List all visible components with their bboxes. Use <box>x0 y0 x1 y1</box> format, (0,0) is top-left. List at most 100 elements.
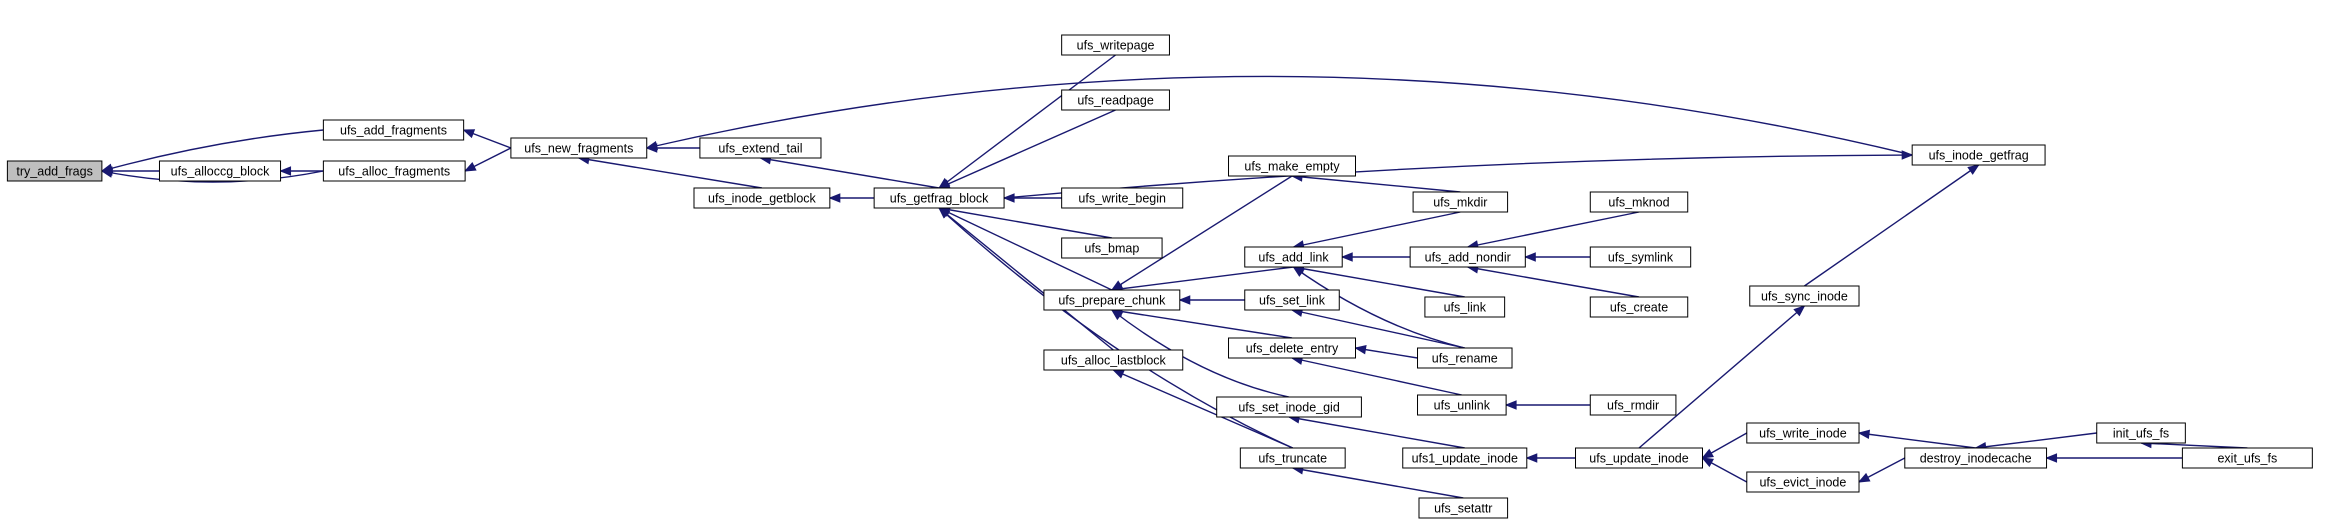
node-box-ufs_inode_getblock[interactable] <box>693 187 831 209</box>
node-ufs_alloccg_block[interactable]: ufs_alloccg_block <box>158 160 282 182</box>
node-box-ufs_getfrag_block[interactable] <box>873 187 1005 209</box>
edge-ufs_create-to-ufs_add_nondir <box>1467 266 1640 298</box>
node-ufs_link[interactable]: ufs_link <box>1424 296 1506 318</box>
node-ufs_delete_entry[interactable]: ufs_delete_entry <box>1228 337 1357 359</box>
edge-ufs_rename-to-ufs_add_link <box>1293 266 1465 349</box>
node-box-init_ufs_fs[interactable] <box>2096 422 2186 444</box>
node-box-ufs_set_link[interactable] <box>1244 289 1340 311</box>
node-ufs_add_fragments[interactable]: ufs_add_fragments <box>322 119 465 141</box>
node-ufs_sync_inode[interactable]: ufs_sync_inode <box>1749 285 1860 307</box>
node-ufs_create[interactable]: ufs_create <box>1589 296 1689 318</box>
node-ufs_alloc_lastblock[interactable]: ufs_alloc_lastblock <box>1043 349 1184 371</box>
edge-ufs_getfrag_block-to-ufs_inode_getfrag <box>1004 154 1913 199</box>
node-ufs_alloc_fragments[interactable]: ufs_alloc_fragments <box>322 160 466 182</box>
node-label-ufs_bmap: ufs_bmap <box>1084 242 1139 256</box>
node-box-ufs1_update_inode[interactable] <box>1402 447 1528 469</box>
node-ufs_readpage[interactable]: ufs_readpage <box>1061 89 1170 111</box>
node-label-ufs_set_link: ufs_set_link <box>1259 294 1326 308</box>
node-box-ufs_add_fragments[interactable] <box>322 119 465 141</box>
node-ufs_mknod[interactable]: ufs_mknod <box>1589 191 1689 213</box>
node-ufs_truncate[interactable]: ufs_truncate <box>1239 447 1346 469</box>
arrowhead-ufs_symlink-to-ufs_add_nondir <box>1523 252 1536 262</box>
node-box-ufs_write_begin[interactable] <box>1061 187 1184 209</box>
node-box-ufs_evict_inode[interactable] <box>1746 471 1860 493</box>
node-label-ufs_update_inode: ufs_update_inode <box>1589 452 1688 466</box>
edge-ufs_mkdir-to-ufs_make_empty <box>1291 175 1461 193</box>
node-box-ufs_sync_inode[interactable] <box>1749 285 1860 307</box>
node-label-ufs_write_begin: ufs_write_begin <box>1078 192 1166 206</box>
node-box-ufs_symlink[interactable] <box>1589 246 1692 268</box>
node-box-ufs_setattr[interactable] <box>1418 497 1509 519</box>
node-ufs1_update_inode[interactable]: ufs1_update_inode <box>1402 447 1528 469</box>
node-box-exit_ufs_fs[interactable] <box>2181 447 2313 469</box>
node-ufs_getfrag_block[interactable]: ufs_getfrag_block <box>873 187 1005 209</box>
node-ufs_unlink[interactable]: ufs_unlink <box>1417 394 1507 416</box>
node-label-exit_ufs_fs: exit_ufs_fs <box>2217 452 2277 466</box>
node-box-ufs_create[interactable] <box>1589 296 1689 318</box>
node-box-ufs_delete_entry[interactable] <box>1228 337 1357 359</box>
node-ufs_mkdir[interactable]: ufs_mkdir <box>1412 191 1509 213</box>
arrowhead-ufs_rmdir-to-ufs_unlink <box>1504 400 1517 410</box>
node-ufs_rename[interactable]: ufs_rename <box>1417 347 1513 369</box>
node-destroy_inodecache[interactable]: destroy_inodecache <box>1904 447 2048 469</box>
node-ufs_add_nondir[interactable]: ufs_add_nondir <box>1409 246 1526 268</box>
node-box-ufs_link[interactable] <box>1424 296 1506 318</box>
node-box-ufs_update_inode[interactable] <box>1575 447 1703 469</box>
node-box-ufs_mkdir[interactable] <box>1412 191 1509 213</box>
node-box-ufs_make_empty[interactable] <box>1228 155 1357 177</box>
node-box-ufs_add_nondir[interactable] <box>1409 246 1526 268</box>
node-ufs_rmdir[interactable]: ufs_rmdir <box>1589 394 1677 416</box>
node-box-ufs_new_fragments[interactable] <box>510 137 648 159</box>
arrowhead-ufs_alloc_fragments-to-ufs_alloccg_block <box>279 166 292 176</box>
node-box-ufs_rename[interactable] <box>1417 347 1513 369</box>
node-label-ufs_create: ufs_create <box>1610 301 1668 315</box>
node-ufs_write_begin[interactable]: ufs_write_begin <box>1061 187 1184 209</box>
node-ufs_evict_inode[interactable]: ufs_evict_inode <box>1746 471 1860 493</box>
node-box-ufs_alloc_fragments[interactable] <box>322 160 466 182</box>
node-ufs_inode_getfrag[interactable]: ufs_inode_getfrag <box>1911 144 2046 166</box>
node-label-ufs_sync_inode: ufs_sync_inode <box>1761 290 1848 304</box>
arrowhead-ufs_set_link-to-ufs_prepare_chunk <box>1178 295 1191 305</box>
node-label-init_ufs_fs: init_ufs_fs <box>2113 427 2169 441</box>
node-label-ufs_link: ufs_link <box>1444 301 1487 315</box>
node-ufs_writepage[interactable]: ufs_writepage <box>1061 34 1170 56</box>
node-box-ufs_extend_tail[interactable] <box>699 137 822 159</box>
node-exit_ufs_fs[interactable]: exit_ufs_fs <box>2181 447 2313 469</box>
node-box-ufs_set_inode_gid[interactable] <box>1216 396 1362 418</box>
node-box-ufs_alloccg_block[interactable] <box>158 160 282 182</box>
node-box-ufs_mknod[interactable] <box>1589 191 1689 213</box>
node-ufs_inode_getblock[interactable]: ufs_inode_getblock <box>693 187 831 209</box>
node-ufs_make_empty[interactable]: ufs_make_empty <box>1228 155 1357 177</box>
node-box-ufs_truncate[interactable] <box>1239 447 1346 469</box>
node-box-destroy_inodecache[interactable] <box>1904 447 2048 469</box>
node-ufs_bmap[interactable]: ufs_bmap <box>1061 237 1163 259</box>
node-ufs_update_inode[interactable]: ufs_update_inode <box>1575 447 1703 469</box>
node-ufs_set_inode_gid[interactable]: ufs_set_inode_gid <box>1216 396 1362 418</box>
node-box-ufs_rmdir[interactable] <box>1589 394 1677 416</box>
node-box-ufs_alloc_lastblock[interactable] <box>1043 349 1184 371</box>
node-box-ufs_writepage[interactable] <box>1061 34 1170 56</box>
node-box-ufs_unlink[interactable] <box>1417 394 1507 416</box>
node-ufs_symlink[interactable]: ufs_symlink <box>1589 246 1692 268</box>
node-ufs_set_link[interactable]: ufs_set_link <box>1244 289 1340 311</box>
node-ufs_add_link[interactable]: ufs_add_link <box>1244 246 1343 268</box>
node-box-ufs_add_link[interactable] <box>1244 246 1343 268</box>
edge-ufs_alloc_lastblock-to-ufs_getfrag_block <box>938 207 1114 351</box>
node-ufs_extend_tail[interactable]: ufs_extend_tail <box>699 137 822 159</box>
node-try_add_frags[interactable]: try_add_frags <box>6 160 103 182</box>
node-box-try_add_frags[interactable] <box>6 160 103 182</box>
node-ufs_write_inode[interactable]: ufs_write_inode <box>1746 422 1860 444</box>
edge-ufs_truncate-to-ufs_getfrag_block <box>938 207 1294 449</box>
node-box-ufs_prepare_chunk[interactable] <box>1043 289 1181 311</box>
node-label-ufs_alloc_lastblock: ufs_alloc_lastblock <box>1061 354 1167 368</box>
node-box-ufs_bmap[interactable] <box>1061 237 1163 259</box>
node-box-ufs_readpage[interactable] <box>1061 89 1170 111</box>
node-box-ufs_inode_getfrag[interactable] <box>1911 144 2046 166</box>
node-ufs_prepare_chunk[interactable]: ufs_prepare_chunk <box>1043 289 1181 311</box>
node-init_ufs_fs[interactable]: init_ufs_fs <box>2096 422 2186 444</box>
edge-ufs1_update_inode-to-ufs_set_inode_gid <box>1288 416 1465 449</box>
node-ufs_new_fragments[interactable]: ufs_new_fragments <box>510 137 648 159</box>
node-label-ufs_alloccg_block: ufs_alloccg_block <box>171 165 270 179</box>
node-box-ufs_write_inode[interactable] <box>1746 422 1860 444</box>
node-ufs_setattr[interactable]: ufs_setattr <box>1418 497 1509 519</box>
